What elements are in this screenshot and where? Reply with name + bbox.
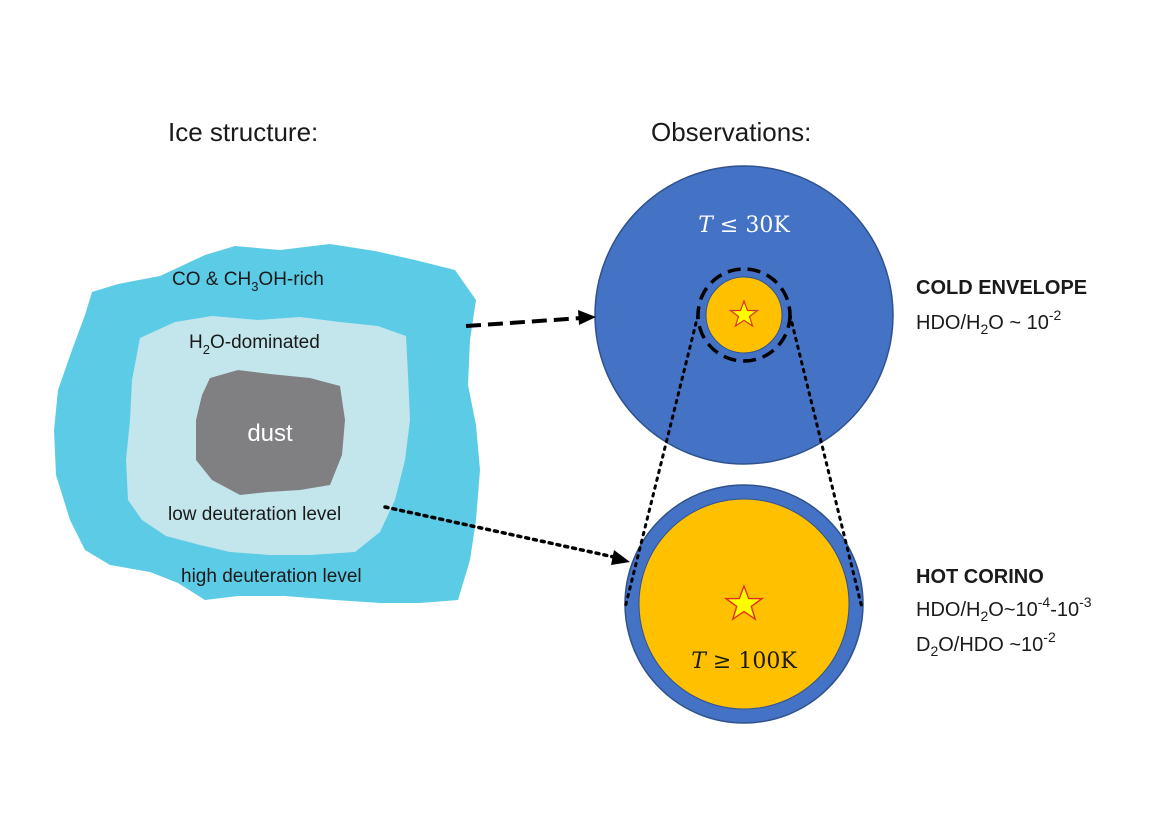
arrowhead-envelope bbox=[578, 310, 596, 325]
hot-temperature: T ≥ 100K bbox=[691, 649, 797, 674]
arrowhead-corino bbox=[611, 550, 630, 565]
zoom-line-left bbox=[623, 313, 700, 610]
cold-envelope-title: COLD ENVELOPE bbox=[916, 277, 1087, 299]
dust-label: dust bbox=[247, 420, 293, 447]
zoom-line-right bbox=[788, 313, 864, 610]
hot-corino-title: HOT CORINO bbox=[916, 566, 1044, 588]
low-deuteration-label: low deuteration level bbox=[168, 504, 341, 525]
cold-temperature: T ≤ 30K bbox=[698, 213, 790, 238]
arrow-outer-to-envelope bbox=[465, 316, 583, 328]
arrow-inner-to-corino bbox=[383, 505, 616, 559]
heading-ice-structure: Ice structure: bbox=[168, 117, 318, 147]
inner-layer-label: H2O-dominated bbox=[189, 332, 320, 357]
small-star-icon bbox=[728, 299, 760, 328]
hot-corino-ratio-d2o: D2O/HDO ~10-2 bbox=[916, 629, 1056, 659]
dust-core bbox=[196, 370, 345, 495]
heading-observations: Observations: bbox=[651, 117, 811, 147]
outer-layer-label: CO & CH3OH-rich bbox=[172, 269, 324, 294]
high-deuteration-label: high deuteration level bbox=[181, 566, 362, 587]
large-star-icon bbox=[723, 583, 765, 621]
hot-corino-ratio-hdo: HDO/H2O~10-4-10-3 bbox=[916, 594, 1092, 624]
cold-envelope-ratio: HDO/H2O ~ 10-2 bbox=[916, 307, 1062, 337]
